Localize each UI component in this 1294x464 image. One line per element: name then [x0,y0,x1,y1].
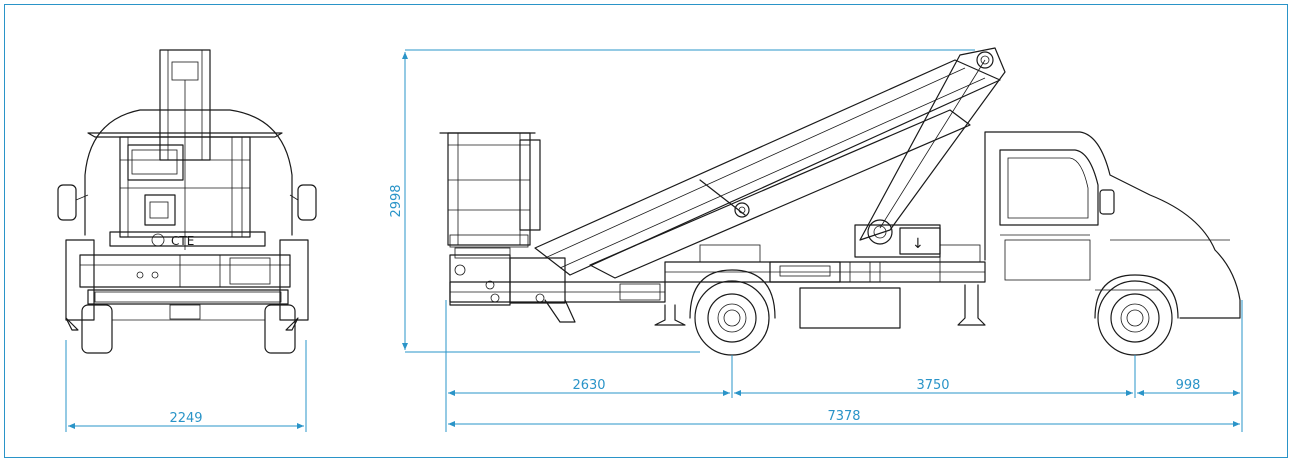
front-overhang-label: 998 [1176,378,1201,393]
dim-lengths: 2630 3750 998 7378 [445,300,1243,432]
dim-front-width: 2249 [65,340,307,432]
dim-height: 2998 [389,49,975,353]
height-label: 2998 [389,184,404,217]
rear-wheel [689,269,776,356]
front-wheel [1094,274,1179,356]
front-width-label: 2249 [169,411,202,426]
total-length-label: 7378 [827,409,860,424]
turret-mark-icon: ↓ [912,236,924,252]
rear-overhang-label: 2630 [572,378,605,393]
drawing-frame [4,4,1288,458]
cte-logo: CTE [171,234,194,248]
front-view: CTE [57,49,317,354]
side-view: ↓ [439,47,1241,356]
wheelbase-label: 3750 [916,378,949,393]
